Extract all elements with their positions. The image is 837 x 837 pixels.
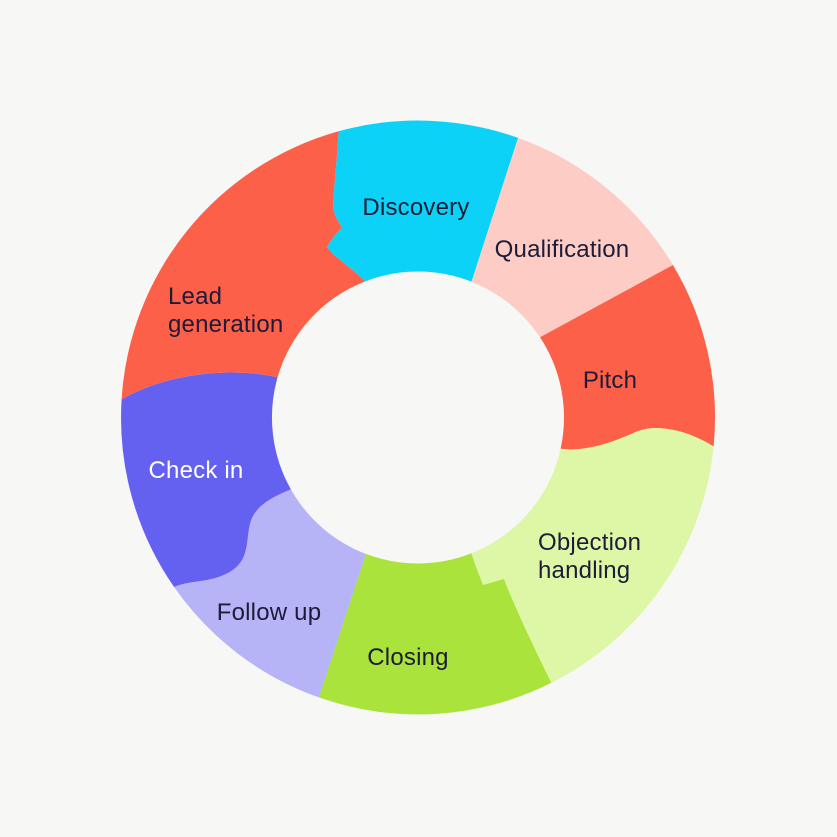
segment-lead-generation	[121, 131, 366, 400]
label-lead-generation: Lead generation	[168, 283, 284, 338]
segment-pitch	[540, 265, 716, 450]
label-closing: Closing	[367, 644, 449, 671]
label-pitch: Pitch	[582, 367, 638, 394]
segment-discovery	[327, 120, 519, 282]
segment-objection-handling	[471, 428, 714, 683]
segment-follow-up	[174, 489, 366, 698]
label-discovery: Discovery	[362, 194, 470, 221]
segment-qualification	[471, 137, 673, 338]
segment-closing	[318, 553, 552, 715]
label-check-in: Check in	[148, 457, 244, 484]
label-qualification: Qualification	[494, 236, 630, 263]
label-objection-handling: Objection handling	[538, 529, 642, 584]
segment-check-in	[121, 372, 291, 587]
label-follow-up: Follow up	[216, 599, 322, 626]
